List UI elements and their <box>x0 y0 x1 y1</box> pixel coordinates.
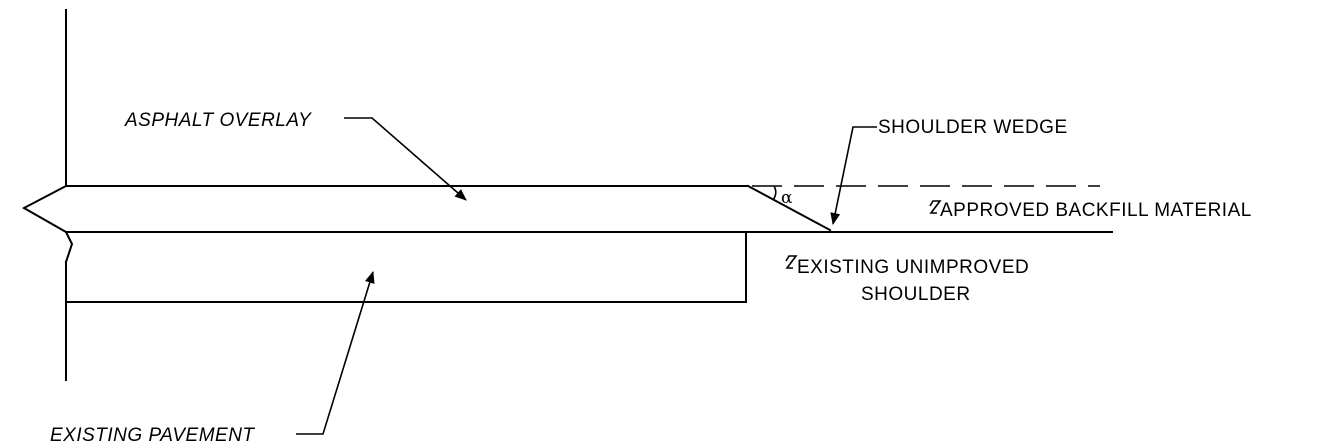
existing-unimproved-label-line2: SHOULDER <box>861 284 971 305</box>
asphalt-overlay-leader <box>344 117 467 201</box>
unimproved-ground-symbol <box>785 255 798 269</box>
shoulder-wedge-label: SHOULDER WEDGE <box>878 117 1068 138</box>
asphalt-overlay-label: ASPHALT OVERLAY <box>124 110 312 131</box>
existing-pavement-leader <box>296 271 375 435</box>
backfill-ground-symbol <box>929 200 942 214</box>
angle-arc <box>772 185 777 201</box>
break-symbol <box>21 184 74 264</box>
approved-backfill-label: APPROVED BACKFILL MATERIAL <box>940 200 1252 221</box>
angle-symbol: α <box>781 188 793 208</box>
shoulder-wedge-slope <box>746 184 832 232</box>
shoulder-wedge-leader <box>830 126 877 225</box>
existing-pavement-label: EXISTING PAVEMENT <box>50 425 255 446</box>
existing-unimproved-label-line1: EXISTING UNIMPROVED <box>797 257 1029 278</box>
